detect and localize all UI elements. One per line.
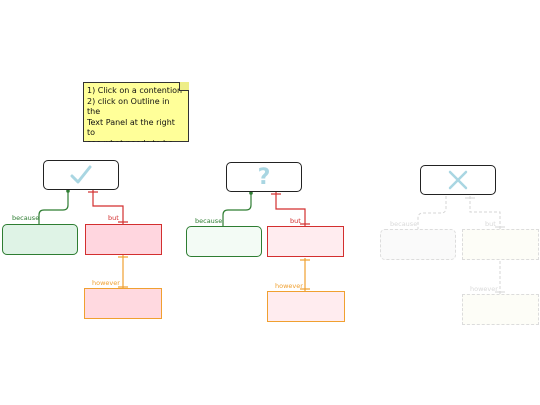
check-icon [70,165,92,184]
note-line-2: 2) click on Outline in the [87,96,170,117]
contention-box-1[interactable] [43,160,119,190]
because-connector-2 [222,192,252,227]
but-connector-2 [275,192,306,227]
however-box-1[interactable] [84,288,162,319]
but-label-3: but [485,220,496,228]
however-box-2[interactable] [267,291,345,322]
note-line-1: 1) Click on a contention [87,86,183,95]
contention-box-2[interactable]: ? [226,162,302,192]
question-icon: ? [257,164,271,190]
instruction-note: 1) Click on a contention 2) click on Out… [83,82,189,142]
however-box-3[interactable] [462,294,539,325]
because-box-2[interactable] [186,226,262,257]
because-box-3[interactable] [380,229,456,260]
but-label-2: but [290,217,301,225]
note-corner-fold [179,82,189,91]
but-box-2[interactable] [267,226,344,257]
because-connector-1 [38,190,69,225]
x-icon [448,170,468,190]
but-box-3[interactable] [462,229,539,260]
however-label-3: however [470,285,498,293]
but-connector-3 [469,196,501,230]
however-label-1: however [92,279,120,287]
because-connector-3 [417,196,447,230]
note-line-3: Text Panel at the right to [87,117,175,138]
but-connector-1 [92,190,124,225]
but-label-1: but [108,214,119,222]
because-connector-dot-1 [66,189,70,193]
note-line-4: see what needs to be [87,138,174,148]
because-box-1[interactable] [2,224,78,255]
because-label-2: because [195,217,223,225]
because-label-1: because [12,214,40,222]
contention-box-3[interactable] [420,165,496,195]
because-label-3: because [390,220,418,228]
however-label-2: however [275,282,303,290]
but-box-1[interactable] [85,224,162,255]
